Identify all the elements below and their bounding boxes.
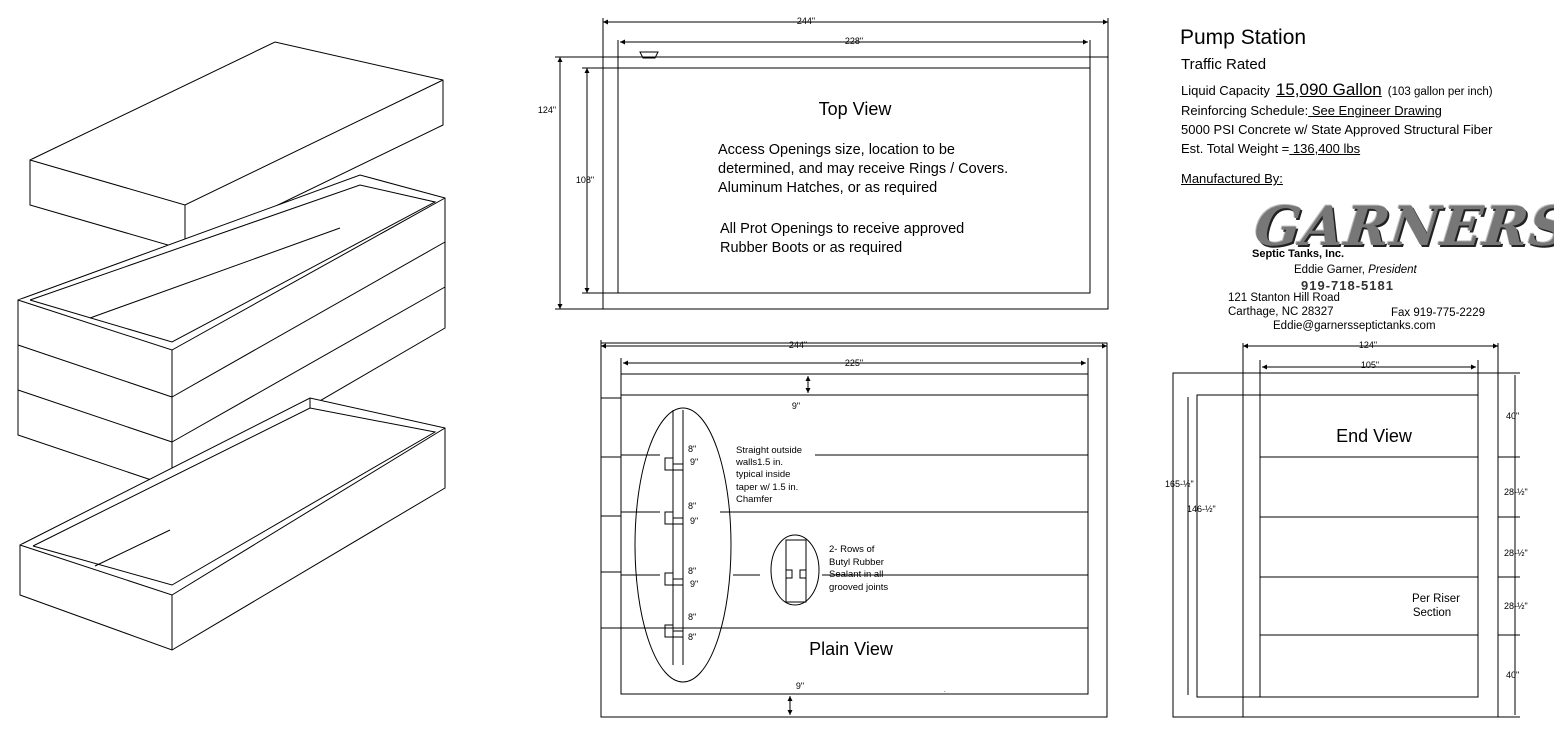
- isometric-riser-stack: [17, 174, 446, 488]
- capacity-note: (103 gallon per inch): [1387, 86, 1493, 98]
- joint-dim-3: 8": [688, 501, 696, 511]
- weight-label: Est. Total Weight =: [1181, 141, 1290, 156]
- wall-note-line3: typical inside: [736, 469, 790, 480]
- top-note1-line1: Access Openings size, location to be: [718, 142, 955, 158]
- top-note2-line1: All Prot Openings to receive approved: [720, 221, 964, 237]
- capacity-value: 15,090 Gallon: [1275, 80, 1382, 99]
- end-dim-outer-width: 124": [1359, 340, 1377, 350]
- riser-note-line1: Per Riser: [1412, 593, 1460, 605]
- sealant-note-line4: grooved joints: [829, 582, 888, 593]
- joint-dim-4: 9": [690, 516, 698, 526]
- company-logo-subtitle: Septic Tanks, Inc.: [1252, 248, 1345, 260]
- end-dim-inner-height: 146-½": [1187, 504, 1216, 514]
- top-view-title: Top View: [819, 99, 893, 119]
- end-dim-inner-width: 105": [1361, 360, 1379, 370]
- manufactured-by: Manufactured By:: [1181, 171, 1283, 186]
- end-view-title: End View: [1336, 426, 1413, 446]
- page-title: Pump Station: [1180, 26, 1307, 49]
- reinforcing-label: Reinforcing Schedule:: [1181, 103, 1309, 118]
- contact-phone: 919-718-5181: [1301, 278, 1394, 293]
- isometric-tank-base: [19, 397, 446, 651]
- contact-fax: Fax 919-775-2229: [1391, 307, 1485, 319]
- wall-note-line2: walls1.5 in.: [735, 457, 783, 468]
- joint-dim-1: 8": [688, 444, 696, 454]
- capacity-label: Liquid Capacity: [1181, 83, 1270, 98]
- top-view-outline: [555, 18, 1109, 310]
- wall-note-line4: taper w/ 1.5 in.: [736, 482, 798, 493]
- contact-email: Eddie@garnersseptictanks.com: [1273, 320, 1436, 332]
- reinforcing-value: See Engineer Drawing: [1308, 103, 1442, 118]
- contact-name: Eddie Garner,: [1294, 264, 1365, 276]
- contact-address-2: Carthage, NC 28327: [1228, 306, 1334, 318]
- sealant-note-line3: Sealant in all: [829, 569, 883, 580]
- end-dim-outer-height: 165-½": [1165, 479, 1194, 489]
- top-dim-inner-width: 228": [845, 36, 863, 46]
- wall-note-line1: Straight outside: [736, 445, 802, 456]
- section-dim-1: 40": [1506, 411, 1519, 421]
- top-dim-outer-width: 244": [797, 16, 815, 26]
- isometric-lid: [29, 41, 444, 251]
- contact-address-1: 121 Stanton Hill Road: [1228, 292, 1340, 304]
- section-dim-2: 28-½": [1504, 487, 1528, 497]
- plain-dim-bottom-wall: 9": [796, 681, 804, 691]
- page-subtitle: Traffic Rated: [1181, 56, 1267, 73]
- section-dim-4: 28-½": [1504, 601, 1528, 611]
- joint-dim-2: 9": [690, 457, 698, 467]
- weight-value: 136,400 lbs: [1289, 141, 1361, 156]
- top-note1-line2: determined, and may receive Rings / Cove…: [718, 161, 1008, 177]
- sealant-note-line1: 2- Rows of: [829, 544, 875, 555]
- top-note1-line3: Aluminum Hatches, or as required: [718, 180, 937, 196]
- plain-dim-inner-width: 225": [845, 358, 863, 368]
- concrete-spec: 5000 PSI Concrete w/ State Approved Stru…: [1181, 122, 1493, 137]
- joint-dim-8: 8": [688, 632, 696, 642]
- weight-row: Est. Total Weight = 136,400 lbs: [1181, 141, 1360, 156]
- sealant-note-line2: Butyl Rubber: [829, 557, 884, 568]
- end-view-outline: [1172, 343, 1520, 718]
- top-dim-outer-height: 124": [538, 105, 556, 115]
- plain-dim-top-wall: 9": [792, 401, 800, 411]
- contact-role: President: [1368, 264, 1417, 276]
- section-dim-5: 40": [1506, 670, 1519, 680]
- riser-note-line2: Section: [1413, 607, 1451, 619]
- contact-person: Eddie Garner, President: [1294, 264, 1417, 276]
- wall-note-line5: Chamfer: [736, 494, 772, 505]
- svg-text:.: .: [944, 688, 946, 694]
- plain-dim-outer-width: 244": [789, 340, 807, 350]
- reinforcing-row: Reinforcing Schedule: See Engineer Drawi…: [1181, 103, 1442, 118]
- top-note2-line2: Rubber Boots or as required: [720, 240, 902, 256]
- plain-view-outline: [600, 340, 1108, 718]
- plain-view-title: Plain View: [809, 639, 894, 659]
- joint-dim-5: 8": [688, 566, 696, 576]
- capacity-row: Liquid Capacity 15,090 Gallon (103 gallon …: [1181, 80, 1493, 100]
- section-dim-3: 28-½": [1504, 548, 1528, 558]
- top-dim-inner-height: 108": [576, 175, 594, 185]
- joint-dim-7: 8": [688, 612, 696, 622]
- joint-dim-6: 9": [690, 579, 698, 589]
